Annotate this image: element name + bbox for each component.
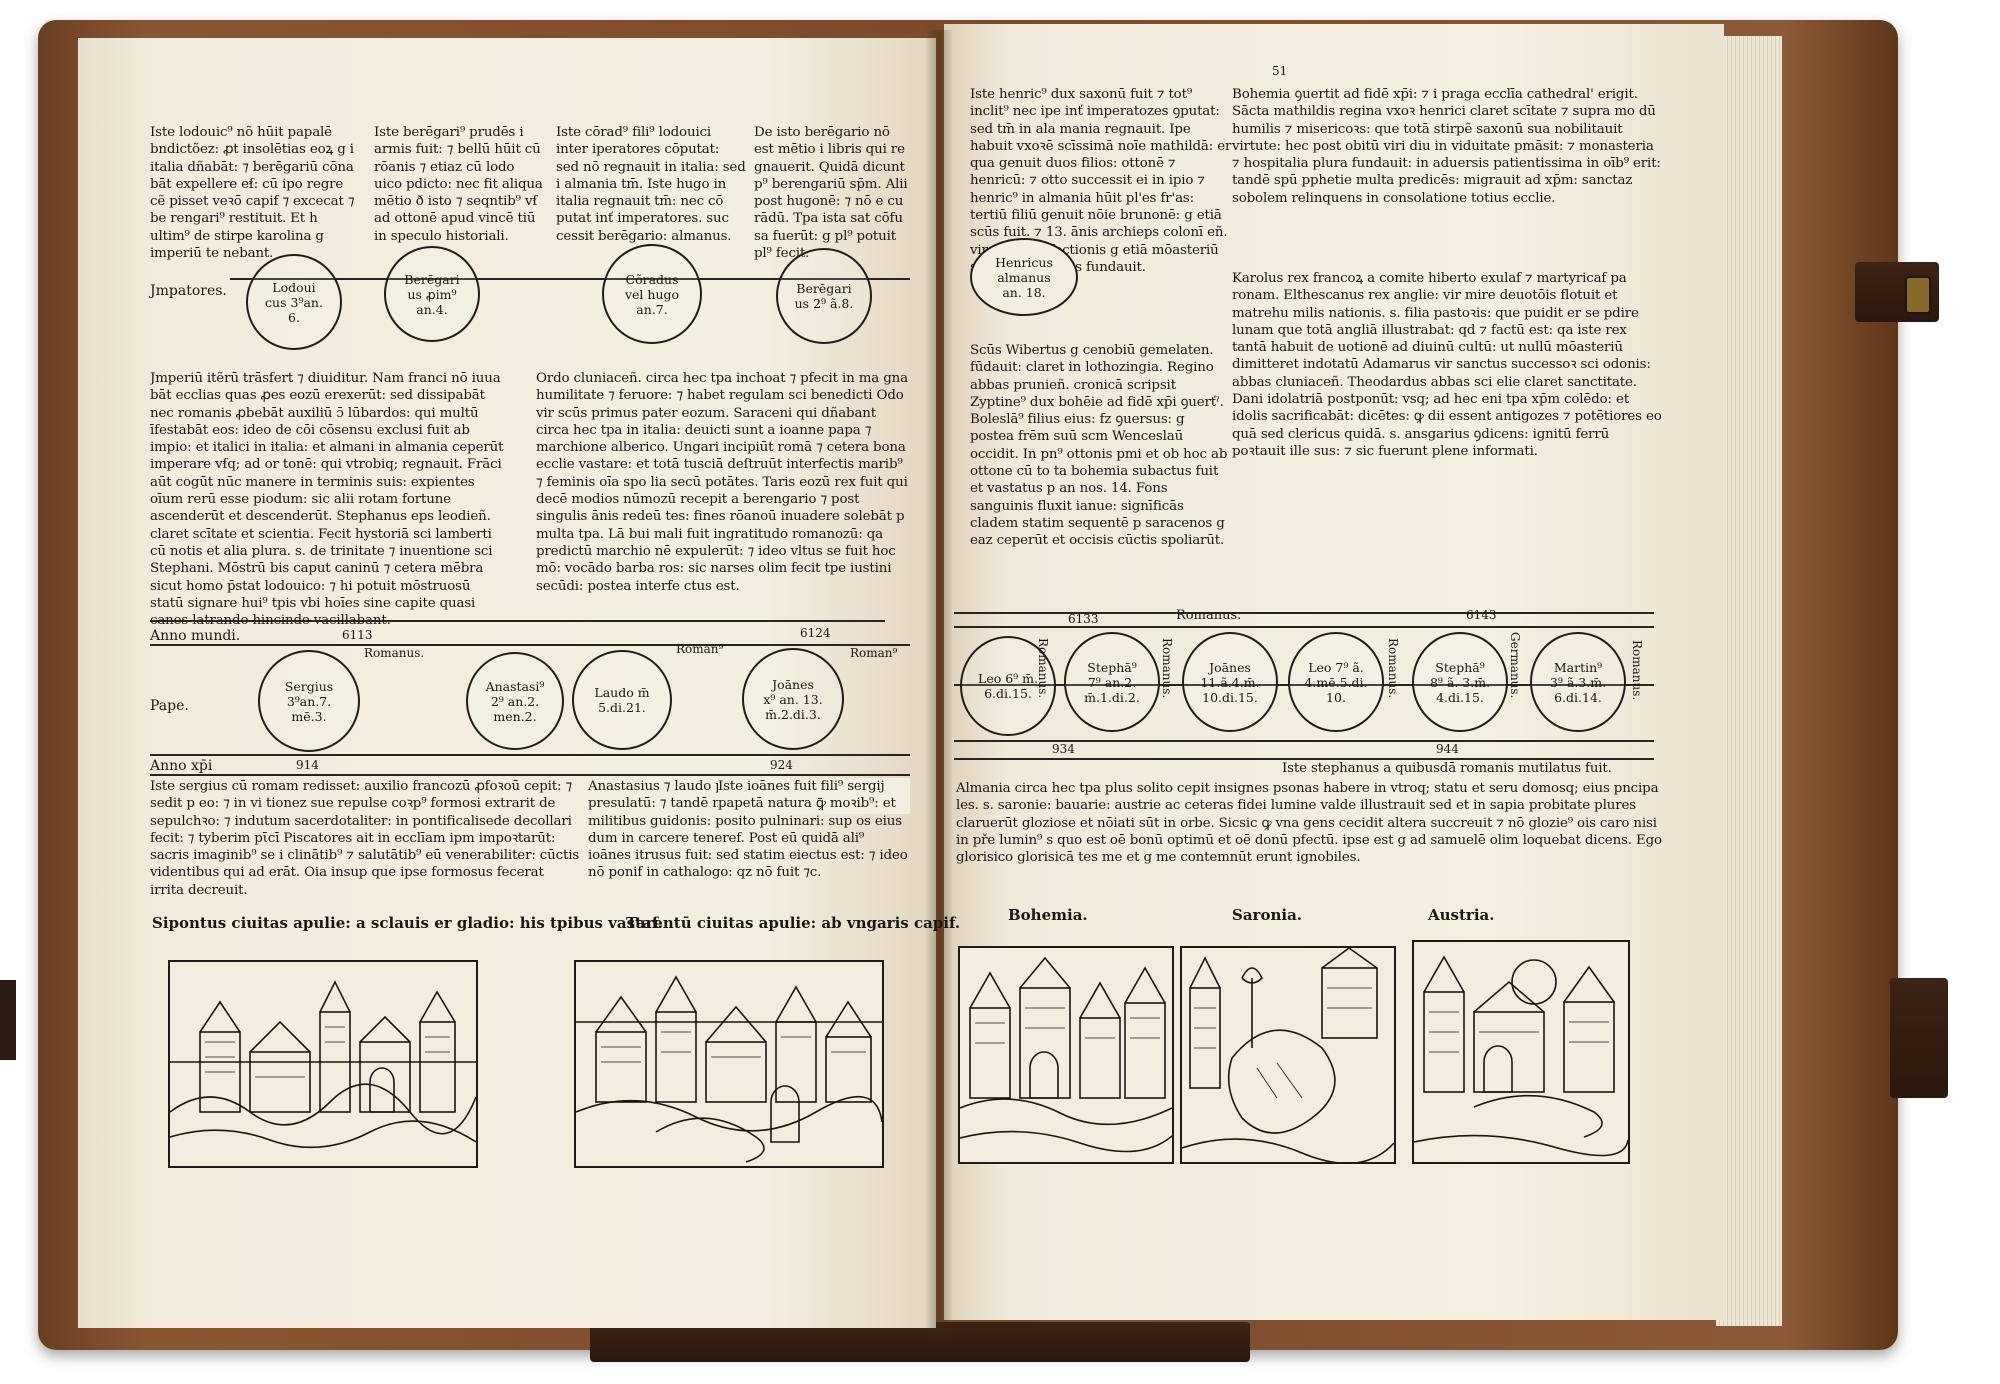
left-text-row3-col-3: Iste ioānes fuit fili⁹ sergij papetā nat… [718, 778, 910, 814]
medallion-lodouicus: Lodoui cus 3⁹an. 6. [246, 254, 342, 350]
emperors-line [230, 278, 910, 280]
folio-number: 51 [1272, 64, 1288, 78]
left-text-col-2: Iste berēgari⁹ prudēs i armis fuit: ⁊ be… [374, 125, 543, 244]
anno-xpi-rule-bottom [150, 774, 910, 776]
clasp-strap-lower [1890, 978, 1948, 1098]
left-text-col-1: Iste lodouic⁹ nõ hūit papalē bndictõez: … [150, 125, 355, 262]
right-anno-xpi-944: 944 [1436, 742, 1459, 756]
caption-bohemia: Bohemia. [1008, 906, 1088, 924]
left-text-col-3: Iste cōrad⁹ fili⁹ lodouici inter iperato… [556, 125, 746, 244]
left-text-row3-col-1: Iste sergius cū romam redisset: auxilio … [150, 779, 580, 898]
left-clasp [0, 980, 16, 1060]
medallion-anastasius: Anastasi⁹ 2⁹ an.2. men.2. [466, 652, 564, 750]
anno-xpi-914: 914 [296, 758, 319, 772]
caption-tarentum: Tarentū ciuitas apulie: ab vngaris capif… [626, 914, 961, 932]
anno-xpi-rule-top [150, 754, 910, 756]
medallion-berengarius-1: Berēgari us ꝓim⁹ an.4. [384, 246, 480, 342]
medallion-joannes-xi: Joānes 11.ã.4.m̄. 10.di.15. [1182, 632, 1278, 732]
woodcut-bohemia [958, 946, 1174, 1164]
medallion-leo-vi: Leo 6⁹ m̄. 6.di.15. [960, 636, 1056, 736]
vertical-label-3: Romanus. [1386, 638, 1400, 699]
anno-mundi-rule-bottom [150, 644, 910, 646]
left-text-row3-col-2: Anastasius ⁊ laudo parū pfecerūt. rapuit… [588, 779, 908, 881]
gutter-shadow [926, 30, 952, 1340]
caption-sipontus: Sipontus ciuitas apulie: a sclauis er gl… [152, 914, 663, 932]
medallion-sergius: Sergius 3⁹an.7. mē.3. [258, 650, 360, 752]
spine-strap [590, 1322, 1250, 1362]
anno-mundi-6113: 6113 [342, 628, 373, 642]
left-text-col-4: De isto berēgario nō est mētio i libris … [754, 125, 908, 262]
pape-label: Pape. [150, 698, 189, 714]
right-text-row2-col-1: Scūs Wibertus g cenobiū gemelaten. fūdau… [970, 343, 1228, 549]
woodcut-tarentum [574, 960, 884, 1168]
anno-mundi-rule-top [150, 620, 885, 622]
woodcut-austria [1412, 940, 1630, 1164]
right-anno-xpi-rule-top [954, 740, 1654, 742]
medallion-leo-vii: Leo 7⁹ ã. 4.mē.5.di. 10. [1288, 632, 1384, 732]
right-romanus-top: Romanus. [1176, 608, 1242, 623]
right-anno-mundi-rule-top [954, 612, 1654, 614]
left-text-row2-col-2: Ordo cluniaceñ. circa hec tpa inchoat ⁊ … [536, 371, 908, 594]
vertical-label-4: Germanus. [1508, 632, 1522, 699]
caption-austria: Austria. [1428, 906, 1495, 924]
romanus-label-1: Romanus. [364, 646, 425, 660]
anno-mundi-label: Anno mundi. [150, 628, 241, 644]
right-anno-mundi-rule-bottom [954, 626, 1654, 628]
woodcut-saxonia [1180, 946, 1396, 1164]
stephanus-mutilated-line: Iste stephanus a quibusdā romanis mutila… [1282, 761, 1612, 776]
woodcut-sipontus [168, 960, 478, 1168]
vertical-label-2: Romanus. [1160, 638, 1174, 699]
medallion-henricus: Henricus almanus an. 18. [970, 238, 1078, 316]
almania-paragraph: Almania circa hec tpa plus solito cepit … [956, 781, 1662, 866]
medallion-berengarius-2: Berēgari us 2⁹ ã.8. [776, 248, 872, 344]
anno-xpi-924: 924 [770, 758, 793, 772]
vertical-label-5: Romanus. [1630, 640, 1644, 701]
page-block-edge [1716, 36, 1782, 1326]
right-anno-xpi-rule-bottom [954, 758, 1654, 760]
emperors-label: Jmpatores. [150, 283, 227, 299]
right-anno-mundi-6143: 6143 [1466, 608, 1497, 622]
medallion-martinus-iii: Martin⁹ 3⁹ ã.3.m̄. 6.di.14. [1530, 632, 1626, 732]
medallion-joannes-x: Joānes x⁹ an. 13. m̄.2.di.3. [742, 648, 844, 750]
medallion-stephanus-vii: Stephā⁹ 7⁹ an.2. m̄.1.di.2. [1064, 632, 1160, 732]
romanus-label-3: Roman⁹ [850, 646, 898, 660]
romanus-label-2: Roman⁹ [676, 642, 724, 656]
left-text-row2-col-1: Jmperiū itẽrū trāsfert ⁊ diuiditur. Nam … [150, 371, 504, 629]
clasp-pin-upper [1905, 276, 1931, 314]
right-anno-mundi-6133: 6133 [1068, 612, 1099, 626]
right-text-row2-col-2: Karolus rex francoꝝ a comite hiberto exu… [1232, 271, 1662, 459]
medallion-stephanus-viii: Stephā⁹ 8⁹ ã. 3.m̄. 4.di.15. [1412, 632, 1508, 732]
medallion-conradus: Cõradus vel hugo an.7. [602, 244, 702, 344]
medallion-laudo: Laudo m̄ 5.di.21. [572, 650, 672, 750]
right-text-col-2: Bohemia ꝯuertit ad fidē xp̄i: ⁊ i praga … [1232, 87, 1661, 206]
caption-saxonia: Saronia. [1232, 906, 1303, 924]
right-anno-xpi-934: 934 [1052, 742, 1075, 756]
anno-xpi-label: Anno xp̄i [150, 758, 213, 774]
vertical-label-1: Romanus. [1036, 638, 1050, 699]
anno-mundi-6124: 6124 [800, 626, 831, 640]
